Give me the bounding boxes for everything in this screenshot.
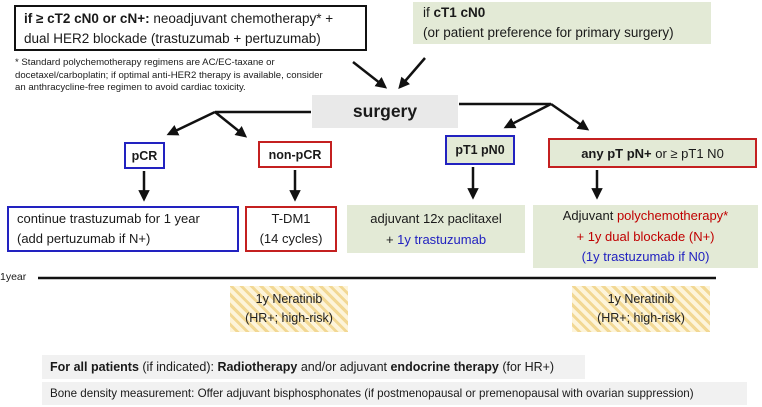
neoadjuvant-box: if ≥ cT2 cN0 or cN+: neoadjuvant chemoth… <box>14 5 367 51</box>
arrow-to-anypt <box>550 102 590 131</box>
treatment-paclitaxel: adjuvant 12x paclitaxel + 1y trastuzumab <box>347 205 525 253</box>
neratinib-box-right: 1y Neratinib (HR+; high-risk) <box>572 286 710 332</box>
neoadjuvant-line1: if ≥ cT2 cN0 or cN+: neoadjuvant chemoth… <box>24 11 334 26</box>
poly-line1: Adjuvant polychemotherapy* <box>562 208 729 223</box>
arrow-to-pcr <box>166 110 216 136</box>
surgery-node: surgery <box>312 95 458 128</box>
primary-surgery-box: if cT1 cN0 (or patient preference for pr… <box>413 2 711 44</box>
bone-density-bar: Bone density measurement: Offer adjuvant… <box>42 382 747 405</box>
arrow-to-nonpcr <box>214 111 248 138</box>
treatment-continue-trastuzumab: continue trastuzumab for 1 year (add per… <box>7 206 239 252</box>
outcome-pt1-pn0: pT1 pN0 <box>445 135 515 165</box>
one-year-label: 1year <box>0 271 27 283</box>
treatment-tdm1: T-DM1 (14 cycles) <box>245 206 337 252</box>
treatment-polychemotherapy: Adjuvant polychemotherapy* + 1y dual blo… <box>533 205 758 268</box>
all-patients-bar: For all patients (if indicated): Radioth… <box>42 355 585 379</box>
neratinib-box-left: 1y Neratinib (HR+; high-risk) <box>230 286 348 332</box>
arrow-to-pt1pn0 <box>503 102 552 129</box>
paclitaxel-line2: + 1y trastuzumab <box>385 232 487 247</box>
arrow-primary-to-surgery <box>398 57 426 90</box>
outcome-any-pt: any pT pN+ or ≥ pT1 N0 <box>548 138 757 168</box>
chemo-footnote: * Standard polychemotherapy regimens are… <box>15 57 323 94</box>
neoadjuvant-line2: dual HER2 blockade (trastuzumab + pertuz… <box>24 31 321 46</box>
outcome-non-pcr: non-pCR <box>258 141 332 168</box>
outcome-pcr: pCR <box>124 142 165 169</box>
primary-surgery-line1: if cT1 cN0 <box>423 5 486 20</box>
primary-surgery-line2: (or patient preference for primary surge… <box>423 25 674 40</box>
